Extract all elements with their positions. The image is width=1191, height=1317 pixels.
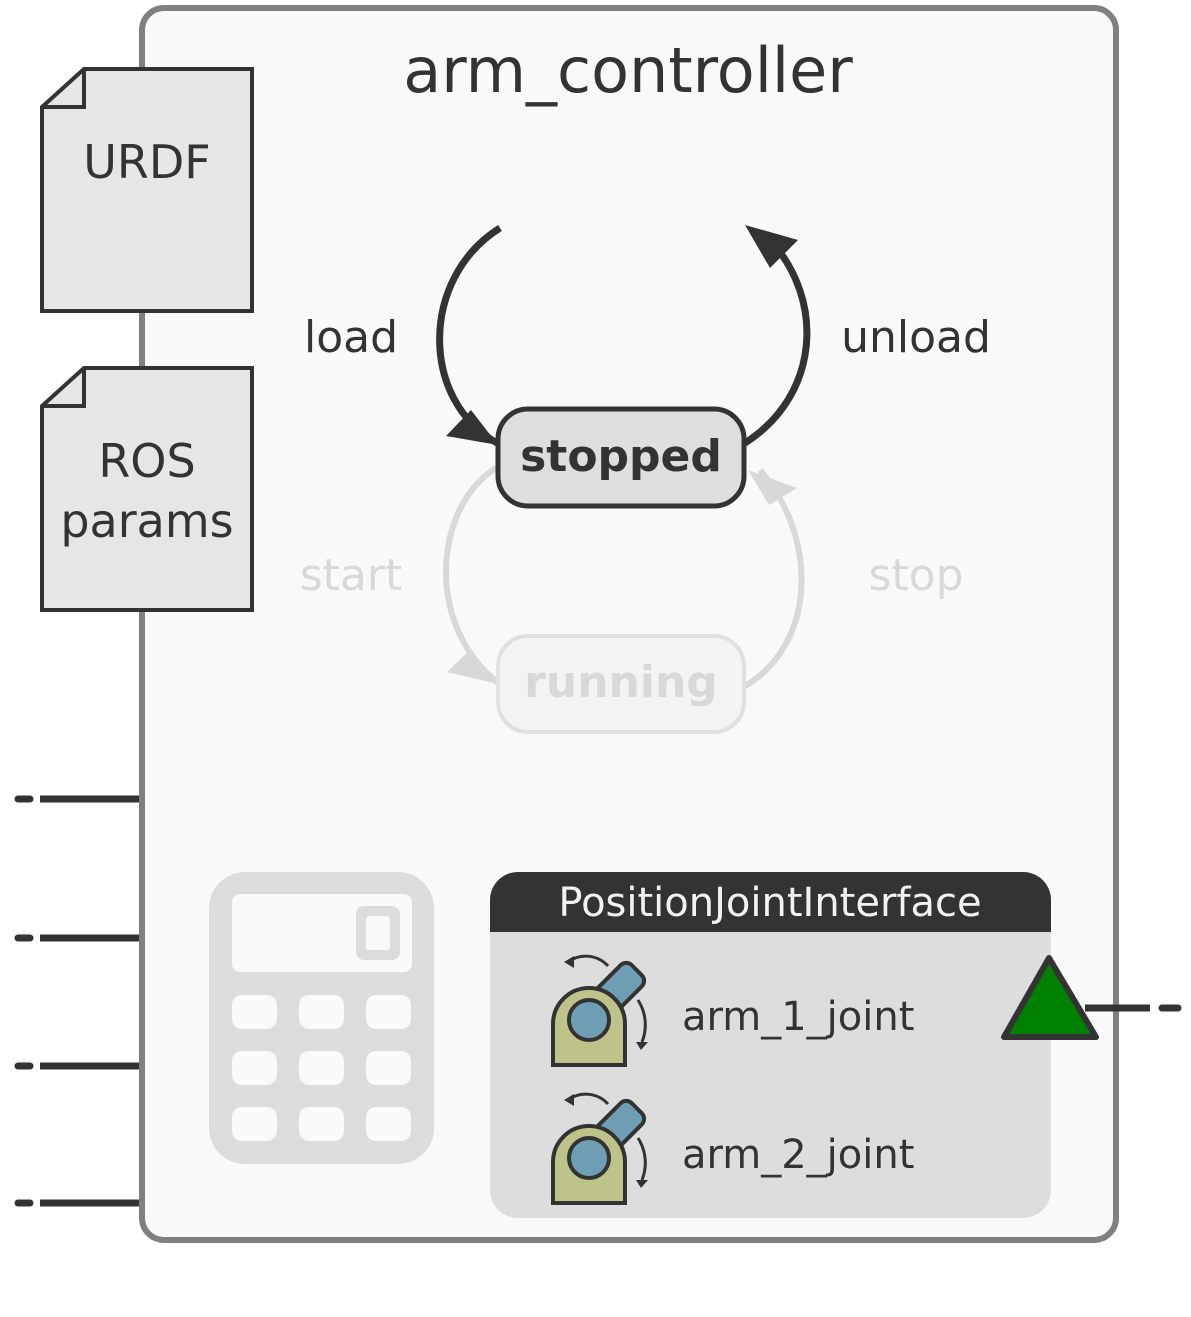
controller-title: arm_controller xyxy=(403,34,853,107)
joint-label: arm_2_joint xyxy=(682,1132,914,1178)
joint-label: arm_1_joint xyxy=(682,994,914,1040)
ros-params-document: ROS params xyxy=(40,366,254,612)
joint-row[interactable]: arm_1_joint xyxy=(551,954,914,1067)
stopped-state[interactable] xyxy=(495,406,747,509)
start-label: start xyxy=(300,550,402,601)
revolute-joint-icon xyxy=(551,954,648,1067)
running-state xyxy=(496,634,746,734)
urdf-label: URDF xyxy=(83,135,211,189)
revolute-joint-icon xyxy=(551,1092,648,1205)
unload-label: unload xyxy=(841,312,991,363)
stopped-state-label: stopped xyxy=(520,431,722,482)
calculator-icon xyxy=(209,872,434,1164)
ros-label: ROS xyxy=(98,434,195,488)
running-state-label: running xyxy=(524,657,718,708)
stopped-cycle: stopped load unload xyxy=(304,225,991,509)
unload-arrow xyxy=(743,237,811,446)
joint-row[interactable]: arm_2_joint xyxy=(551,1092,914,1205)
green-triangle-port-icon xyxy=(1001,955,1099,1040)
urdf-document: URDF xyxy=(40,67,254,313)
position-joint-interface[interactable]: PositionJointInterface arm_1_joint xyxy=(490,872,1051,1218)
output-port[interactable] xyxy=(1001,955,1182,1040)
load-label: load xyxy=(304,312,398,363)
input-ports xyxy=(14,795,142,1207)
interface-title: PositionJointInterface xyxy=(558,880,981,926)
stop-label: stop xyxy=(868,550,963,601)
params-label: params xyxy=(60,494,233,548)
running-cycle: running start stop xyxy=(300,464,964,734)
